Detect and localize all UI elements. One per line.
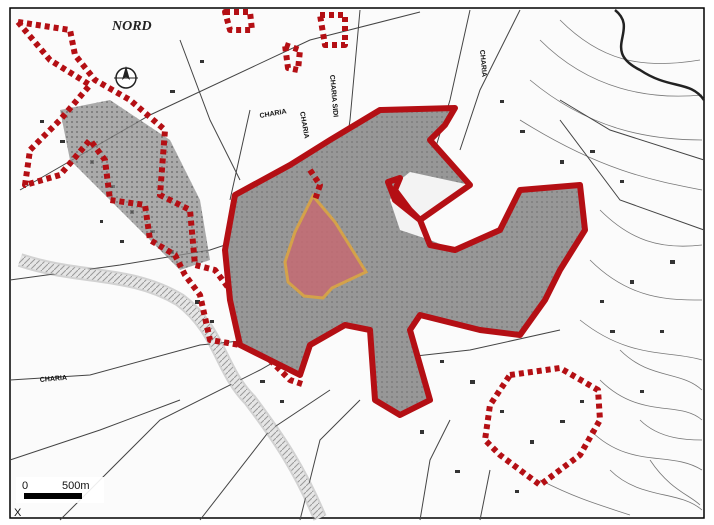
contour-lines [519, 19, 703, 516]
wadi-texture [18, 255, 325, 520]
scale-zero: 0 [22, 480, 28, 492]
road-label-3: CHARIA SIDI [328, 75, 339, 118]
road-label-1: CHARIA [259, 108, 287, 120]
dotted-boundary-northwest-west [15, 20, 241, 348]
road-label-4: CHARIA [478, 50, 487, 78]
road-label-2: CHARIA [298, 111, 310, 139]
road-label-5: CHARIA [40, 375, 68, 384]
river-north [614, 9, 706, 101]
scale-distance: 500m [62, 480, 90, 492]
dotted-boundary-spur [307, 168, 323, 201]
corner-mark: X [14, 507, 22, 519]
urban-texture [225, 108, 585, 415]
north-arrow-icon [114, 66, 138, 89]
open-area [390, 172, 470, 240]
settlement-northwest [60, 100, 210, 270]
medina-zone [283, 193, 369, 300]
dotted-boundary-southeast [482, 365, 603, 488]
dotted-boundary-south [267, 357, 306, 388]
urban-boundary [222, 105, 588, 418]
dotted-boundary-north-3 [282, 42, 303, 73]
scale-bar: 0 500m [16, 477, 104, 503]
dotted-boundary-north-2 [317, 12, 348, 48]
north-label: NORD [111, 19, 152, 34]
dotted-boundaries [15, 9, 603, 488]
